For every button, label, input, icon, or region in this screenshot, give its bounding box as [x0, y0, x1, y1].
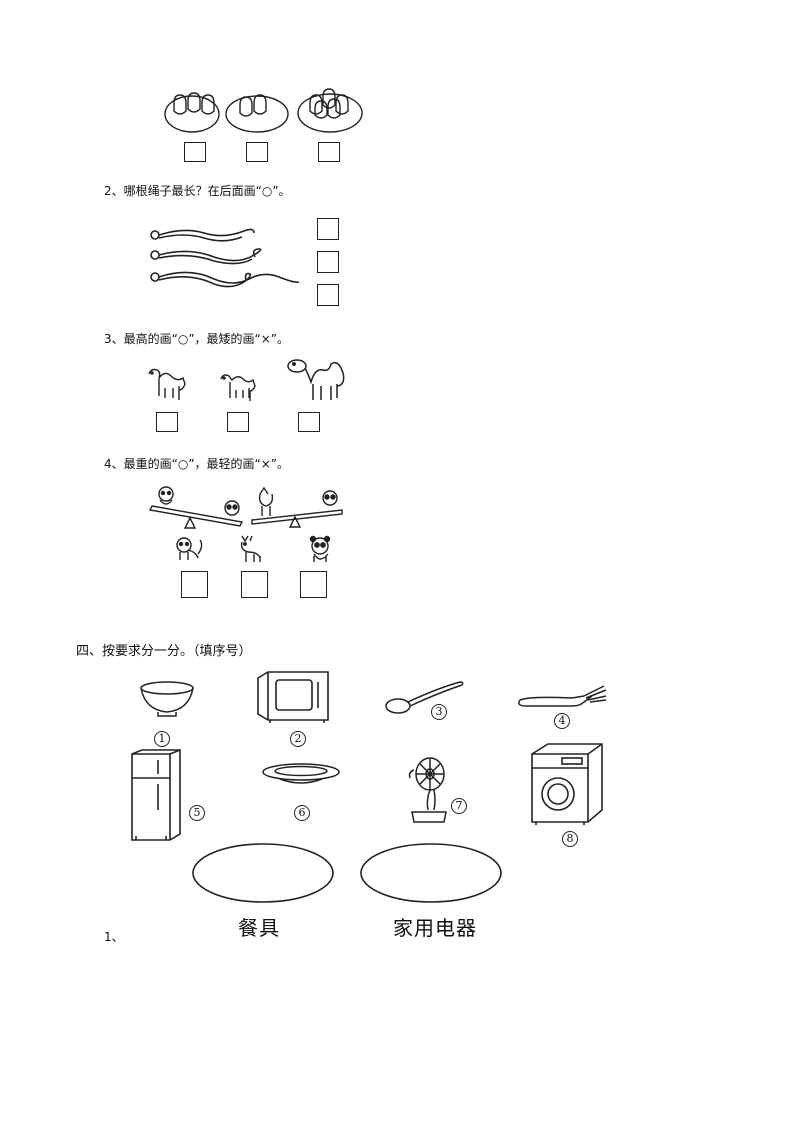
item-number-7: 7 [451, 798, 467, 814]
section-4-title: 四、按要求分一分。（填序号） [76, 644, 252, 659]
item-number-2: 2 [290, 731, 306, 747]
answer-box-animal-3[interactable] [300, 571, 327, 598]
item-number-3: 3 [431, 704, 447, 720]
answer-box-rope-2[interactable] [317, 251, 339, 273]
fork-icon [518, 685, 607, 707]
answer-box-camel-2[interactable] [227, 412, 249, 432]
camel-icon [287, 359, 345, 400]
answer-box-plate-3[interactable] [318, 142, 340, 162]
monkey-icon [176, 537, 203, 560]
bowl-icon [140, 681, 194, 717]
category-label-appliances: 家用电器 [393, 916, 477, 940]
answer-box-animal-1[interactable] [181, 571, 208, 598]
sorting-circle-appliances[interactable] [358, 842, 504, 904]
answer-prefix: 1、 [104, 930, 124, 944]
spoon-icon [385, 681, 464, 714]
deer-icon [240, 535, 261, 562]
answer-box-camel-3[interactable] [298, 412, 320, 432]
item-number-4: 4 [554, 713, 570, 729]
electric-fan-icon [408, 757, 447, 823]
answer-box-animal-2[interactable] [241, 571, 268, 598]
plate-icon [262, 763, 340, 784]
question-3: 3、最高的画“○”，最矮的画“×”。 [104, 332, 290, 346]
panda-icon [309, 535, 331, 562]
item-number-6: 6 [294, 805, 310, 821]
item-number-8: 8 [562, 831, 578, 847]
item-number-5: 5 [189, 805, 205, 821]
answer-box-plate-1[interactable] [184, 142, 206, 162]
answer-box-plate-2[interactable] [246, 142, 268, 162]
ropes-illustration [150, 228, 300, 288]
pepper-plates-illustration [164, 88, 363, 133]
seesaw-illustration [148, 486, 343, 529]
question-4: 4、最重的画“○”，最轻的画“×”。 [104, 457, 290, 471]
answer-box-rope-1[interactable] [317, 218, 339, 240]
washing-machine-icon [531, 743, 603, 825]
refrigerator-icon [131, 749, 181, 841]
camel-icon [148, 368, 186, 400]
sorting-circle-tableware[interactable] [190, 842, 336, 904]
camel-icon [220, 374, 256, 401]
question-2: 2、哪根绳子最长？在后面画“○”。 [104, 184, 291, 198]
category-label-tableware: 餐具 [238, 916, 280, 940]
answer-box-rope-3[interactable] [317, 284, 339, 306]
answer-box-camel-1[interactable] [156, 412, 178, 432]
item-number-1: 1 [154, 731, 170, 747]
microwave-icon [257, 671, 329, 723]
